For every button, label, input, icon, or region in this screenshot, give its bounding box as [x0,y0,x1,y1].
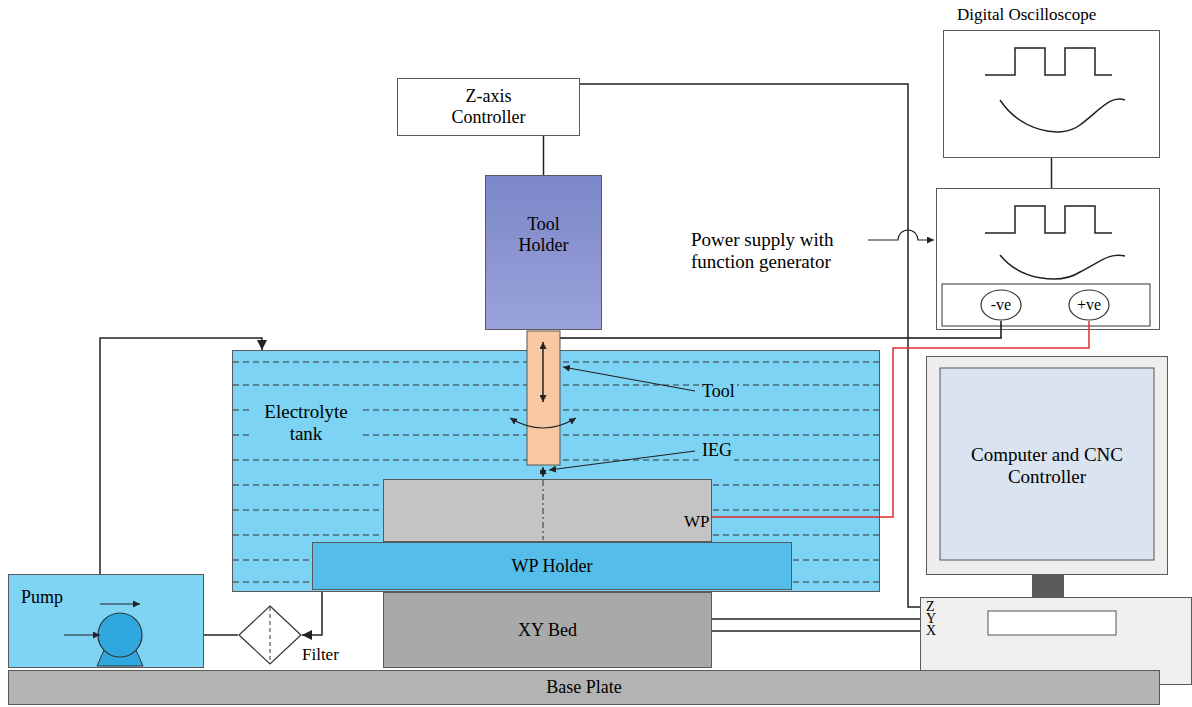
connector [1051,158,1053,188]
monitor-screen [940,368,1154,560]
workpiece-holder: WP Holder [312,542,792,590]
node-label: WP Holder [512,556,593,577]
terminal-outline [1069,290,1109,320]
connector [100,338,262,574]
monitor-stand [1032,575,1064,597]
terminal-circle: -ve [980,289,1022,321]
electrolyte-fill [232,350,880,592]
flow-arrow [100,603,140,604]
connector [712,618,920,620]
tool-electrode [527,331,560,465]
node-label: Y [926,613,936,625]
dashed-line [233,362,879,363]
node-label: Computer and CNC Controller [960,444,1135,488]
node-label: XY Bed [518,620,577,641]
dashed-line [233,460,879,461]
electrolyte-tank: Electrolyte tankWP WP Holder [232,350,880,592]
node-label: WP [684,512,710,532]
leader-line [549,451,695,470]
node-label: X [926,625,936,637]
leader-line [868,230,934,240]
filter-diamond: Filter [238,605,302,665]
callout-label: Tool [700,381,737,402]
pump-base [97,650,143,666]
filter-mesh [270,607,271,663]
pump-symbol [98,613,142,657]
center-line [543,480,544,540]
node-label: Electrolyte tank [251,401,361,445]
square-wave [985,48,1112,75]
flow-arrow [64,634,100,635]
base-plate: Base Plate [8,670,1160,705]
terminal-circle: +ve [1068,289,1110,321]
oscilloscope-box: Digital Oscilloscope [943,30,1160,158]
feed-arrow [542,342,544,402]
connector [712,321,1089,517]
connector [543,136,545,175]
terminal-outline [981,290,1021,320]
computer-monitor: Computer and CNC Controller [926,356,1168,575]
xy-bed: XY Bed [383,592,712,668]
node-label: Z [926,601,935,613]
node-label: Digital Oscilloscope [957,5,1096,25]
node-label: Z-axis Controller [434,86,544,127]
power-supply-box: Power supply with function generator-ve+… [936,188,1160,330]
dashed-line [233,385,879,386]
connector [712,630,920,632]
workpiece: WP [383,479,712,542]
terminal-panel [942,284,1150,326]
node-label: Filter [302,645,339,665]
square-wave [985,206,1112,233]
sine-wave [1000,255,1125,279]
node-label: +ve [1077,296,1101,314]
leader-line [563,367,695,391]
connector [302,592,322,635]
negative-wire [560,321,1001,338]
shape-outline [238,605,302,665]
node-label: Pump [21,587,63,608]
tool-holder: Tool Holder [485,175,602,330]
controller-box: Z-axis Controller [397,78,580,136]
node-label: Power supply with function generator [691,229,866,273]
node-label: Base Plate [546,677,621,698]
connector [204,634,238,636]
gap-arrow [543,467,544,477]
node-label: Tool Holder [504,214,584,255]
diamond-outline [239,606,301,664]
node-label: -ve [991,296,1011,314]
sine-wave [1000,99,1125,132]
pump-box: Pump [8,574,204,668]
connector [580,84,920,607]
callout-label: IEG [700,440,734,461]
rotation-arrow [510,418,576,428]
drive-slot [988,611,1116,635]
